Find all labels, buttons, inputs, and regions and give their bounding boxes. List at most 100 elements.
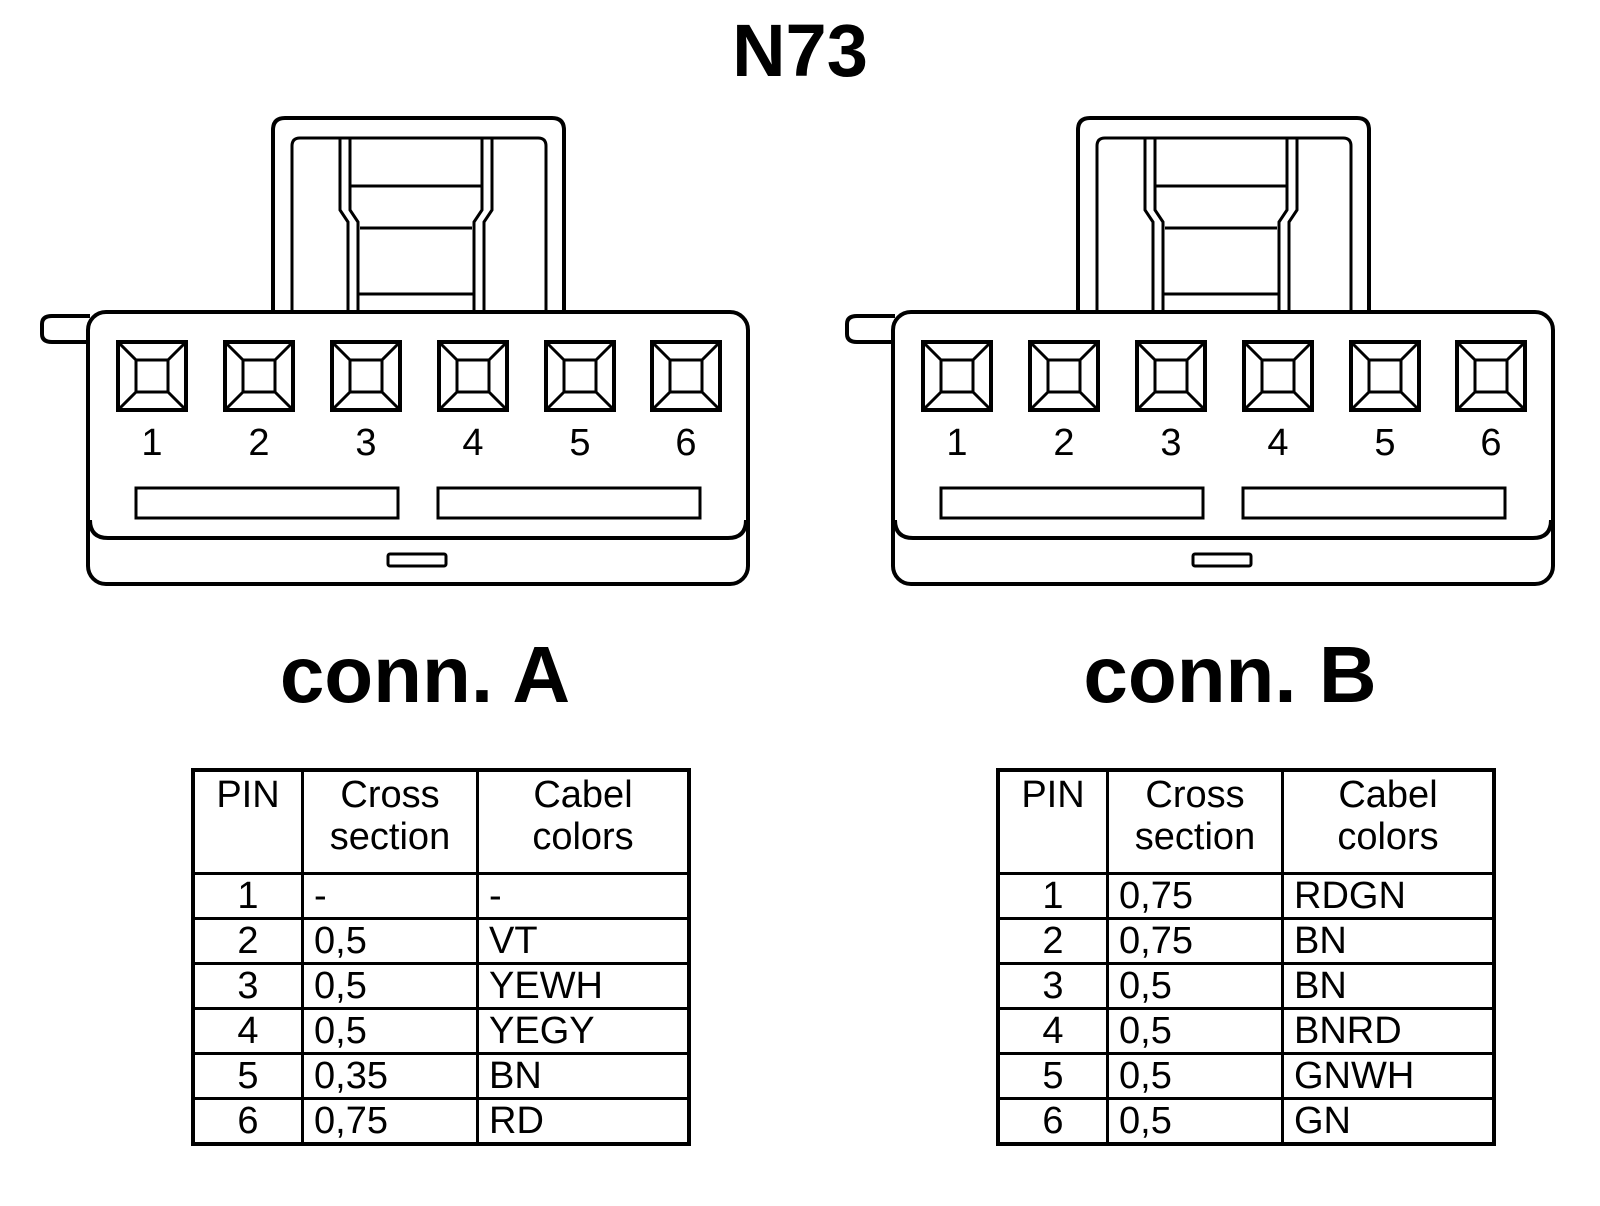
cable-colors-header: Cabel colors bbox=[1281, 768, 1496, 875]
pin-cavity bbox=[1349, 340, 1421, 412]
pin-cavity-outer bbox=[330, 340, 402, 412]
cable-color-cell: BN bbox=[476, 1052, 691, 1100]
pin-cavity-bevel bbox=[1242, 340, 1314, 412]
lock-clip-inner bbox=[290, 136, 548, 310]
pin-header-text: PIN bbox=[216, 774, 280, 816]
connector-b-label: conn. B bbox=[1083, 630, 1377, 719]
cross-section-header: Cross section bbox=[301, 768, 479, 875]
side-tab bbox=[40, 314, 90, 344]
cable-color-cell: YEGY bbox=[476, 1007, 691, 1055]
coding-slot-right bbox=[1241, 486, 1507, 520]
pin-cavity-inner bbox=[134, 358, 170, 394]
cable-color-cell: BNRD bbox=[1281, 1007, 1496, 1055]
coding-slot-left bbox=[939, 486, 1205, 520]
coding-slot-right bbox=[436, 486, 702, 520]
pin-cell: 6 bbox=[191, 1097, 304, 1146]
table-row: 1-- bbox=[191, 872, 691, 920]
pin-cavity bbox=[921, 340, 993, 412]
cable-color-cell: - bbox=[476, 872, 691, 920]
pin-cell: 3 bbox=[191, 962, 304, 1010]
lock-clip-inner bbox=[1095, 136, 1353, 310]
pin-number-label: 3 bbox=[355, 422, 376, 464]
cable-color-cell: RD bbox=[476, 1097, 691, 1146]
pin-number-label: 4 bbox=[1267, 422, 1288, 464]
side-tab bbox=[845, 314, 895, 344]
pin-number-label: 5 bbox=[569, 422, 590, 464]
cross-section-cell: 0,75 bbox=[301, 1097, 479, 1146]
pin-cavity-inner bbox=[1367, 358, 1403, 394]
pin-cavity bbox=[437, 340, 509, 412]
cross-section-cell: - bbox=[301, 872, 479, 920]
pin-cell: 5 bbox=[996, 1052, 1109, 1100]
pin-cavity-outer bbox=[921, 340, 993, 412]
coding-slot-left bbox=[134, 486, 400, 520]
pin-number-label: 1 bbox=[141, 422, 162, 464]
pin-cavity-bevel bbox=[1135, 340, 1207, 412]
pin-cavity-inner bbox=[455, 358, 491, 394]
pin-cavity-outer bbox=[1455, 340, 1527, 412]
pin-cavity-bevel bbox=[223, 340, 295, 412]
pin-cavity bbox=[650, 340, 722, 412]
pin-cell: 4 bbox=[996, 1007, 1109, 1055]
pin-cell: 3 bbox=[996, 962, 1109, 1010]
pin-cavity-inner bbox=[939, 358, 975, 394]
cable-colors-header: Cabel colors bbox=[476, 768, 691, 875]
cross-section-cell: 0,35 bbox=[301, 1052, 479, 1100]
housing-step-line bbox=[88, 519, 748, 540]
pin-cavity-inner bbox=[348, 358, 384, 394]
pin-cell: 1 bbox=[191, 872, 304, 920]
pin-cavity-bevel bbox=[437, 340, 509, 412]
cross-section-cell: 0,5 bbox=[1106, 1052, 1284, 1100]
pin-number-label: 5 bbox=[1374, 422, 1395, 464]
pin-cavity-outer bbox=[1028, 340, 1100, 412]
table-header-row: PIN Cross section Cabel colors bbox=[996, 768, 1496, 875]
pin-number-label: 1 bbox=[946, 422, 967, 464]
pin-cavity-inner bbox=[1046, 358, 1082, 394]
pin-header-text: PIN bbox=[1021, 774, 1085, 816]
pin-cavity-bevel bbox=[1455, 340, 1527, 412]
housing-step-line bbox=[893, 519, 1553, 540]
cross-section-cell: 0,5 bbox=[1106, 962, 1284, 1010]
pin-cavity-bevel bbox=[921, 340, 993, 412]
pin-cell: 5 bbox=[191, 1052, 304, 1100]
cross-section-cell: 0,5 bbox=[301, 917, 479, 965]
lock-clip-outer bbox=[271, 116, 566, 310]
cable-color-cell: YEWH bbox=[476, 962, 691, 1010]
pin-cavity-outer bbox=[1242, 340, 1314, 412]
pin-cavity-inner bbox=[1153, 358, 1189, 394]
pin-cavity-inner bbox=[562, 358, 598, 394]
connector-a-label: conn. A bbox=[279, 630, 571, 719]
cross-section-cell: 0,75 bbox=[1106, 872, 1284, 920]
pin-cavity-outer bbox=[116, 340, 188, 412]
cable-colors-header-text: Cabel colors bbox=[532, 774, 634, 858]
pin-number-label: 2 bbox=[248, 422, 269, 464]
pin-number-label: 3 bbox=[1160, 422, 1181, 464]
pin-cavity-inner bbox=[1473, 358, 1509, 394]
pin-cavity bbox=[1135, 340, 1207, 412]
pin-number-label: 6 bbox=[1480, 422, 1501, 464]
cable-color-cell: VT bbox=[476, 917, 691, 965]
bottom-latch-slot bbox=[1191, 552, 1253, 568]
pin-cavity-bevel bbox=[650, 340, 722, 412]
pin-cavity bbox=[1242, 340, 1314, 412]
cable-color-cell: BN bbox=[1281, 917, 1496, 965]
pin-cavity bbox=[330, 340, 402, 412]
pin-cavity bbox=[1028, 340, 1100, 412]
lock-clip-outer bbox=[1076, 116, 1371, 310]
pin-number-label: 6 bbox=[675, 422, 696, 464]
pin-cell: 6 bbox=[996, 1097, 1109, 1146]
cross-section-cell: 0,5 bbox=[1106, 1007, 1284, 1055]
pin-cavity bbox=[223, 340, 295, 412]
